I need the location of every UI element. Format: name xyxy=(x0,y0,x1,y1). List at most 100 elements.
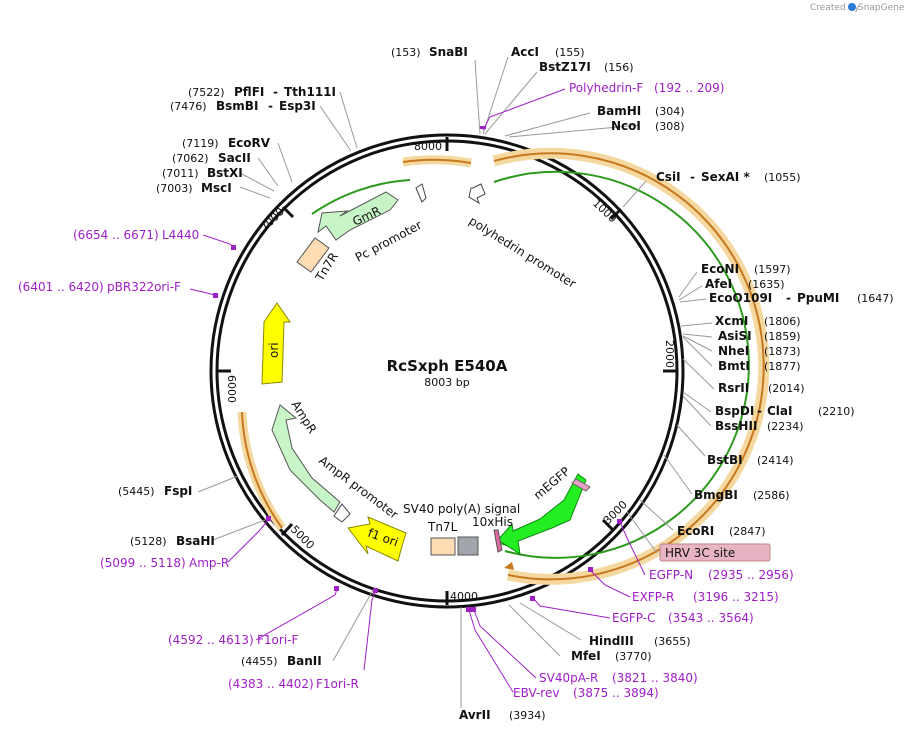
megfp-arrow xyxy=(497,473,587,556)
site-bsmbi: (7476) BsmBI - Esp3I xyxy=(170,99,316,113)
primer-pbr322ori-f-range: (6401 .. 6420) xyxy=(18,280,104,294)
site-bspdi-pos: (2210) xyxy=(818,405,855,418)
backbone-outer xyxy=(209,133,685,609)
site-mfei-pos: (3770) xyxy=(615,650,652,663)
primer-polyhedrin-f: Polyhedrin-F (192 .. 209) xyxy=(569,81,724,95)
orf-orange-arc xyxy=(493,152,765,581)
site-ncoi-name: NcoI xyxy=(611,119,641,133)
primer-egfp-c: EGFP-C (3543 .. 3564) xyxy=(612,611,754,625)
primer-ebv-rev: EBV-rev (3875 .. 3894) xyxy=(513,686,659,700)
site-ecorv: (7119) EcoRV xyxy=(182,136,271,150)
site-xcmi-name: XcmI xyxy=(715,314,748,328)
primer-connectors xyxy=(189,88,646,693)
site-bsahi-name: BsaHI xyxy=(176,534,215,548)
pc-promoter-arrow xyxy=(415,183,427,203)
site-avrii-name: AvrII xyxy=(459,708,491,722)
site-pflfi-name2: Tth111I xyxy=(284,85,336,99)
site-asisi-name: AsiSI xyxy=(718,329,752,343)
primer-f1ori-f-range: (4592 .. 4613) xyxy=(168,633,254,647)
primer-egfp-c-name: EGFP-C xyxy=(612,611,655,625)
site-bmgbi: BmgBI (2586) xyxy=(694,488,790,502)
site-hindiii: HindIII (3655) xyxy=(589,634,691,648)
site-bmti-pos: (1877) xyxy=(764,360,801,373)
site-bsmbi-sep: - xyxy=(268,99,273,113)
site-nhei: NheI (1873) xyxy=(718,344,801,358)
site-nhei-name: NheI xyxy=(718,344,749,358)
primer-sv40pa-r: SV40pA-R (3821 .. 3840) xyxy=(539,671,698,685)
primer-amp-r-range: (5099 .. 5118) xyxy=(100,556,186,570)
site-bmgbi-pos: (2586) xyxy=(753,489,790,502)
site-connectors xyxy=(197,56,715,708)
site-pflfi: (7522) PflFI - Tth111I xyxy=(188,85,336,99)
site-bsshii-name: BssHII xyxy=(715,419,757,433)
orf-green-arc xyxy=(493,170,750,559)
site-bsmbi-name: BsmBI xyxy=(216,99,258,113)
ori-arrow xyxy=(261,302,291,385)
ruler-8000: 8000 xyxy=(414,140,442,153)
primer-l4440-name: L4440 xyxy=(162,228,199,242)
site-bsmbi-pos: (7476) xyxy=(170,100,207,113)
ruler-2000: 2000 xyxy=(663,340,676,368)
site-econi-name: EcoNI xyxy=(701,262,739,276)
site-sacii-name: SacII xyxy=(218,151,251,165)
primer-polyhedrin-f-name: Polyhedrin-F xyxy=(569,81,643,95)
snapgene-logo-icon xyxy=(848,3,856,11)
plasmid-size: 8003 bp xyxy=(424,376,469,389)
site-ecoo109i-name: EcoO109I xyxy=(709,291,772,305)
site-bstz17i: BstZ17I (156) xyxy=(539,60,634,74)
ori-label: ori xyxy=(267,342,281,358)
site-ecoo109i-pos: (1647) xyxy=(857,292,894,305)
site-rsrii-name: RsrII xyxy=(718,381,749,395)
primer-pbr322ori-f-name: pBR322ori-F xyxy=(107,280,181,294)
polyhedrin-promoter-arrow xyxy=(468,183,486,205)
site-bstbi-pos: (2414) xyxy=(757,454,794,467)
hrv-3c-site-box xyxy=(659,543,771,562)
hrv-3c-feature xyxy=(571,478,591,492)
site-rsrii-pos: (2014) xyxy=(768,382,805,395)
site-asisi: AsiSI (1859) xyxy=(718,329,801,343)
site-msci-pos: (7003) xyxy=(156,182,193,195)
site-afei-name: AfeI xyxy=(705,277,732,291)
tn7l-feature xyxy=(430,537,456,556)
credit-text: Created by xyxy=(810,3,860,13)
site-ecori-name: EcoRI xyxy=(677,524,714,538)
site-csii-name: CsiI xyxy=(656,170,681,184)
credit-brand: SnapGene xyxy=(858,3,905,13)
sv40-label: SV40 poly(A) signal xyxy=(403,502,520,516)
ruler-4000: 4000 xyxy=(450,590,478,603)
f1-ori-arrow xyxy=(347,516,407,562)
site-ecoo109i-name2: PpuMI xyxy=(797,291,839,305)
site-snabi-name: SnaBI xyxy=(429,45,468,59)
site-sacii-pos: (7062) xyxy=(172,152,209,165)
site-csii-name2: SexAI * xyxy=(701,170,750,184)
site-snabi: (153) SnaBI xyxy=(391,45,468,59)
primer-l4440-range: (6654 .. 6671) xyxy=(73,228,159,242)
site-bspdi: BspDI - ClaI (2210) xyxy=(715,404,855,418)
site-ecorv-name: EcoRV xyxy=(228,136,271,150)
site-bspdi-name: BspDI xyxy=(715,404,754,418)
polyhedrin-promoter-label: polyhedrin promoter xyxy=(466,214,578,291)
site-bsahi: (5128) BsaHI xyxy=(130,534,215,548)
ruler-6000: 6000 xyxy=(225,375,238,403)
site-banii-name: BanII xyxy=(287,654,322,668)
orf-orange-arrowhead xyxy=(504,562,514,570)
primer-exfp-r-name: EXFP-R xyxy=(632,590,674,604)
site-bamhi-name: BamHI xyxy=(597,104,641,118)
site-pflfi-sep: - xyxy=(273,85,278,99)
tn7r-feature xyxy=(296,237,330,273)
primer-sv40pa-r-name: SV40pA-R xyxy=(539,671,598,685)
primer-ebv-rev-name: EBV-rev xyxy=(513,686,559,700)
site-xcmi: XcmI (1806) xyxy=(715,314,801,328)
primer-amp-r-name: Amp-R xyxy=(189,556,229,570)
site-sacii: (7062) SacII xyxy=(172,151,251,165)
primer-pbr322ori-f: (6401 .. 6420) pBR322ori-F xyxy=(18,280,181,294)
site-acci-name: AccI xyxy=(511,45,539,59)
tn7l-tag xyxy=(457,536,479,556)
primer-exfp-r-range: (3196 .. 3215) xyxy=(693,590,779,604)
site-ncoi: NcoI (308) xyxy=(611,119,685,133)
site-bstxi-name: BstXI xyxy=(207,166,243,180)
site-banii: (4455) BanII xyxy=(241,654,322,668)
orf-left-arc xyxy=(241,411,283,529)
